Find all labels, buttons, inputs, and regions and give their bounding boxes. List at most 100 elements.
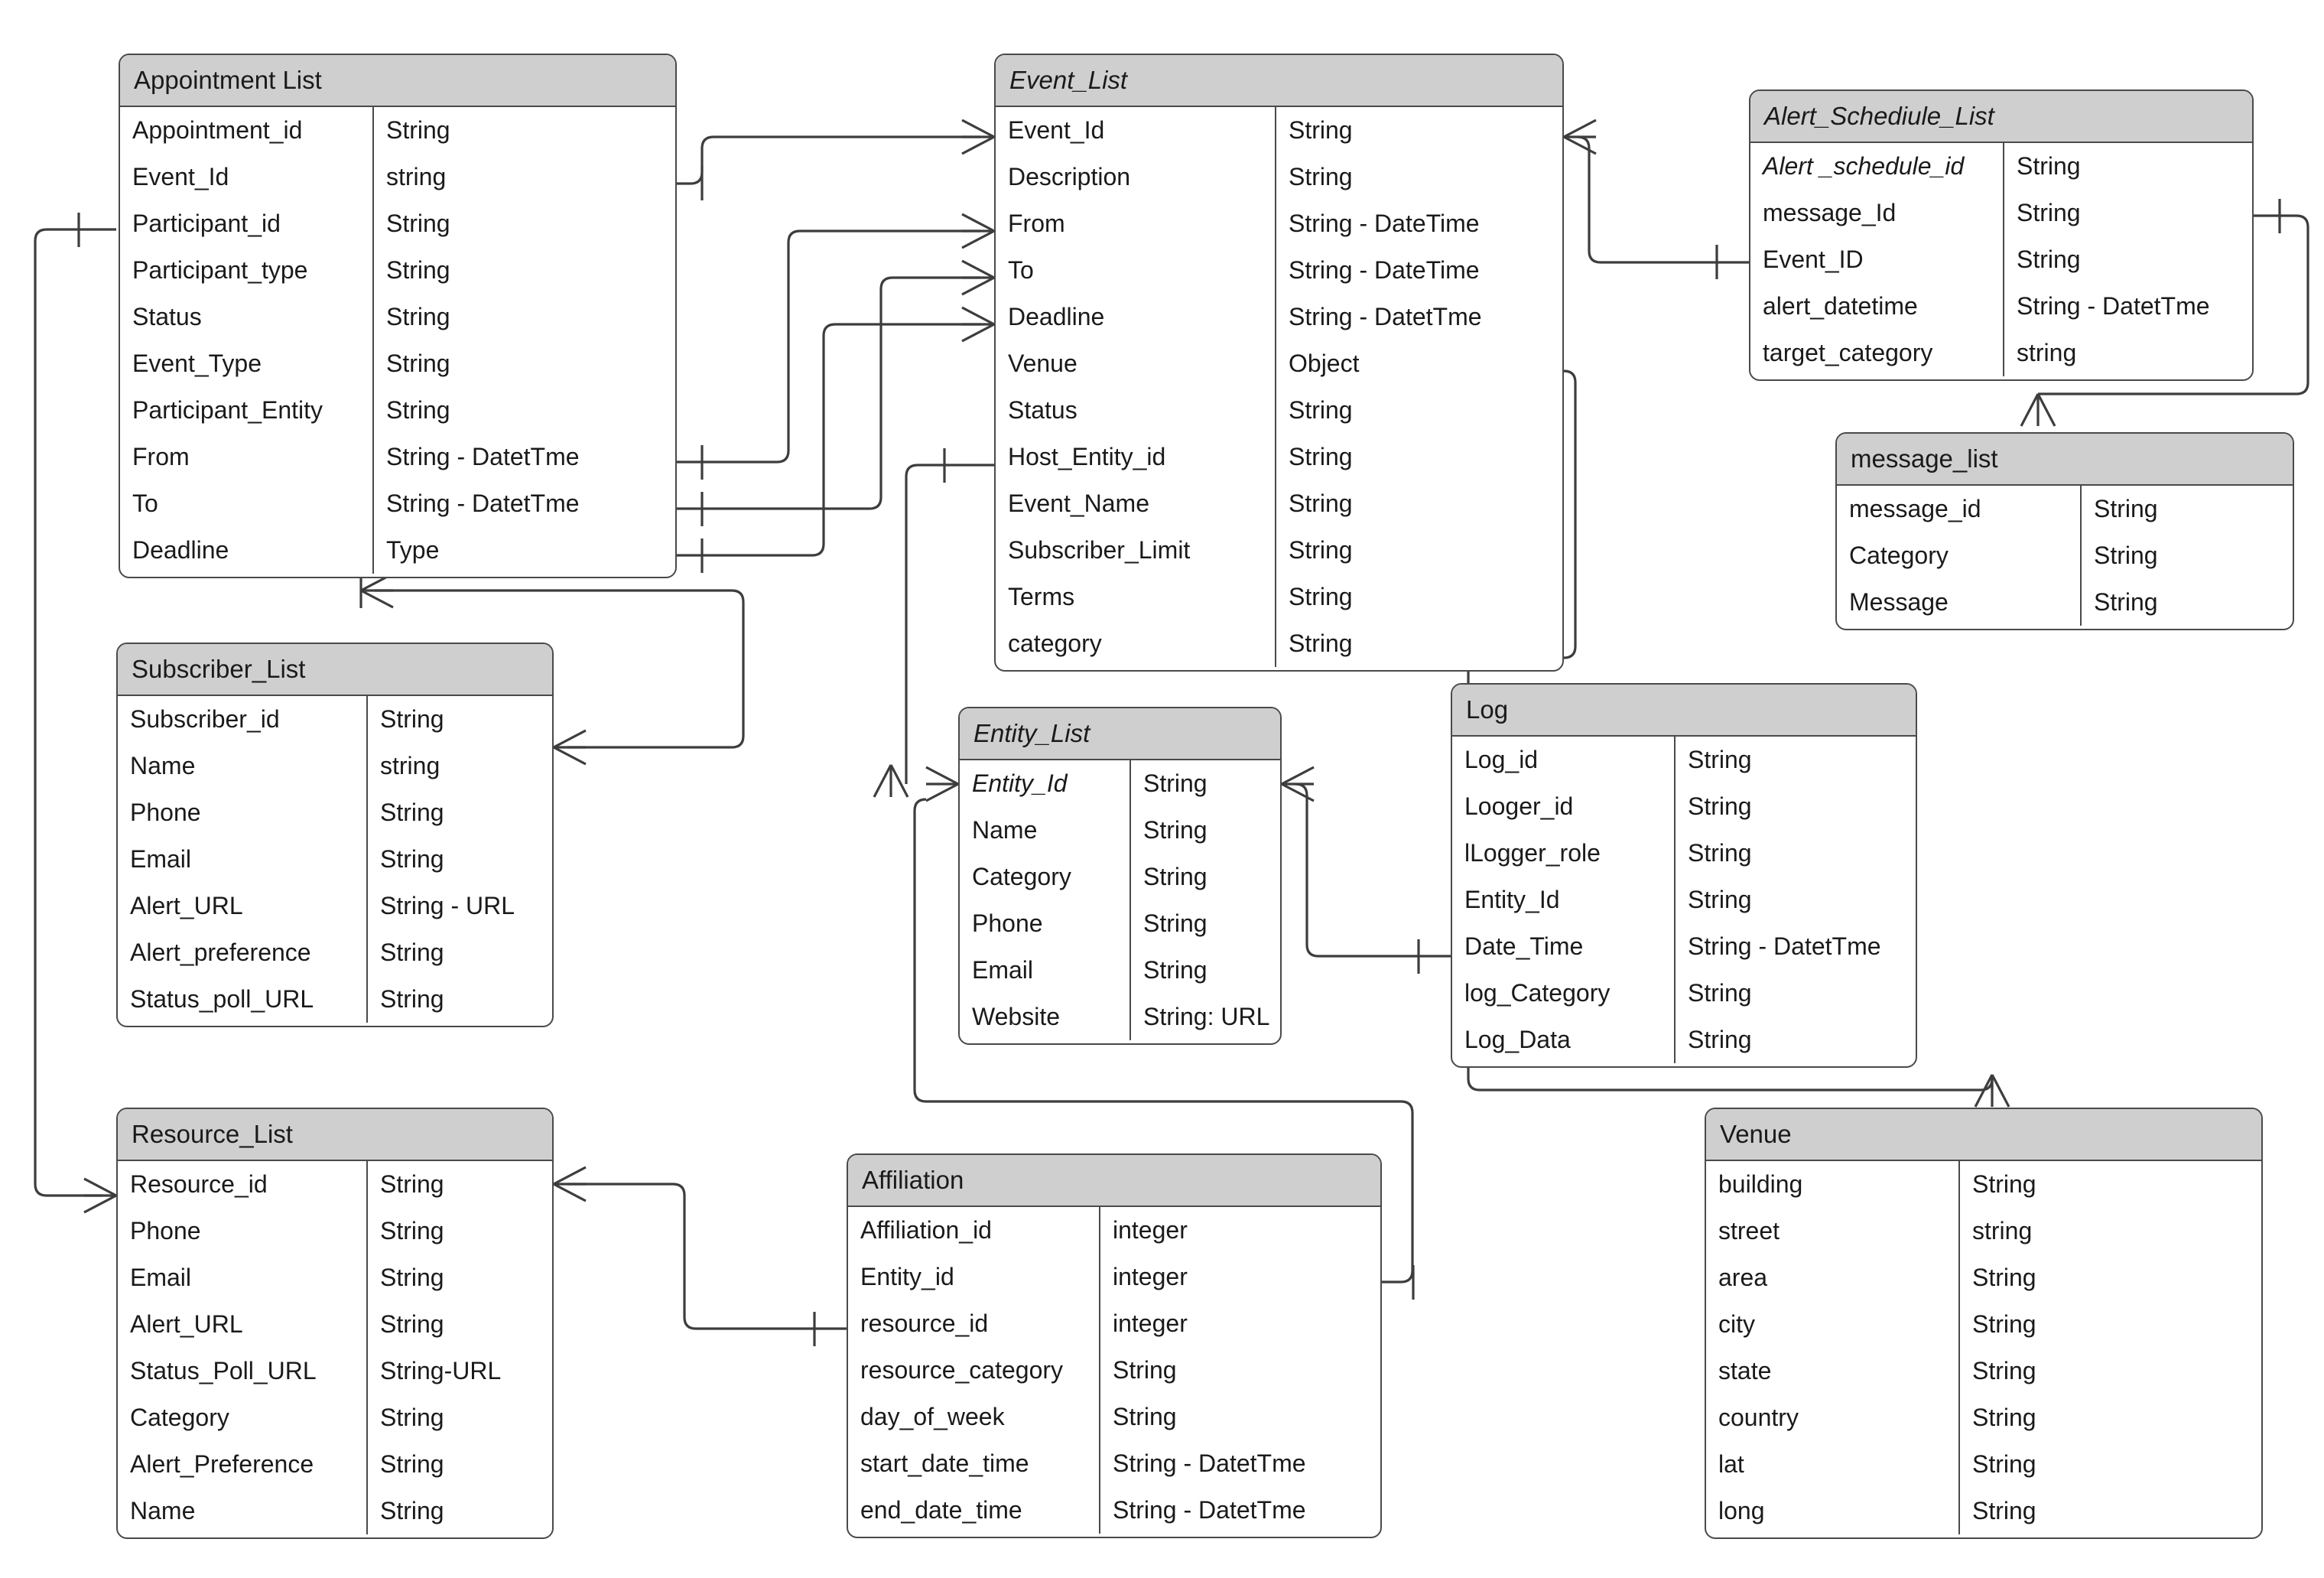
field-type: String [1674, 877, 1916, 923]
crowsfoot-event-event-id [961, 119, 995, 155]
field-name: log_Category [1464, 979, 1611, 1007]
field-name: Subscriber_Limit [1008, 536, 1191, 564]
field-name: Phone [130, 1217, 201, 1245]
field-type: String [372, 387, 675, 434]
field-name: Looger_id [1464, 792, 1574, 820]
field-name: Deadline [132, 536, 229, 564]
field-type: String [1958, 1394, 2261, 1441]
crowsfoot-subscriber-id [553, 729, 587, 766]
field-type: String [2003, 236, 2252, 283]
field-type: String [1129, 854, 1280, 900]
field-type: String [1129, 807, 1280, 854]
table-title-resource_list: Resource_List [118, 1109, 552, 1161]
field-name: Event_Type [132, 350, 262, 377]
